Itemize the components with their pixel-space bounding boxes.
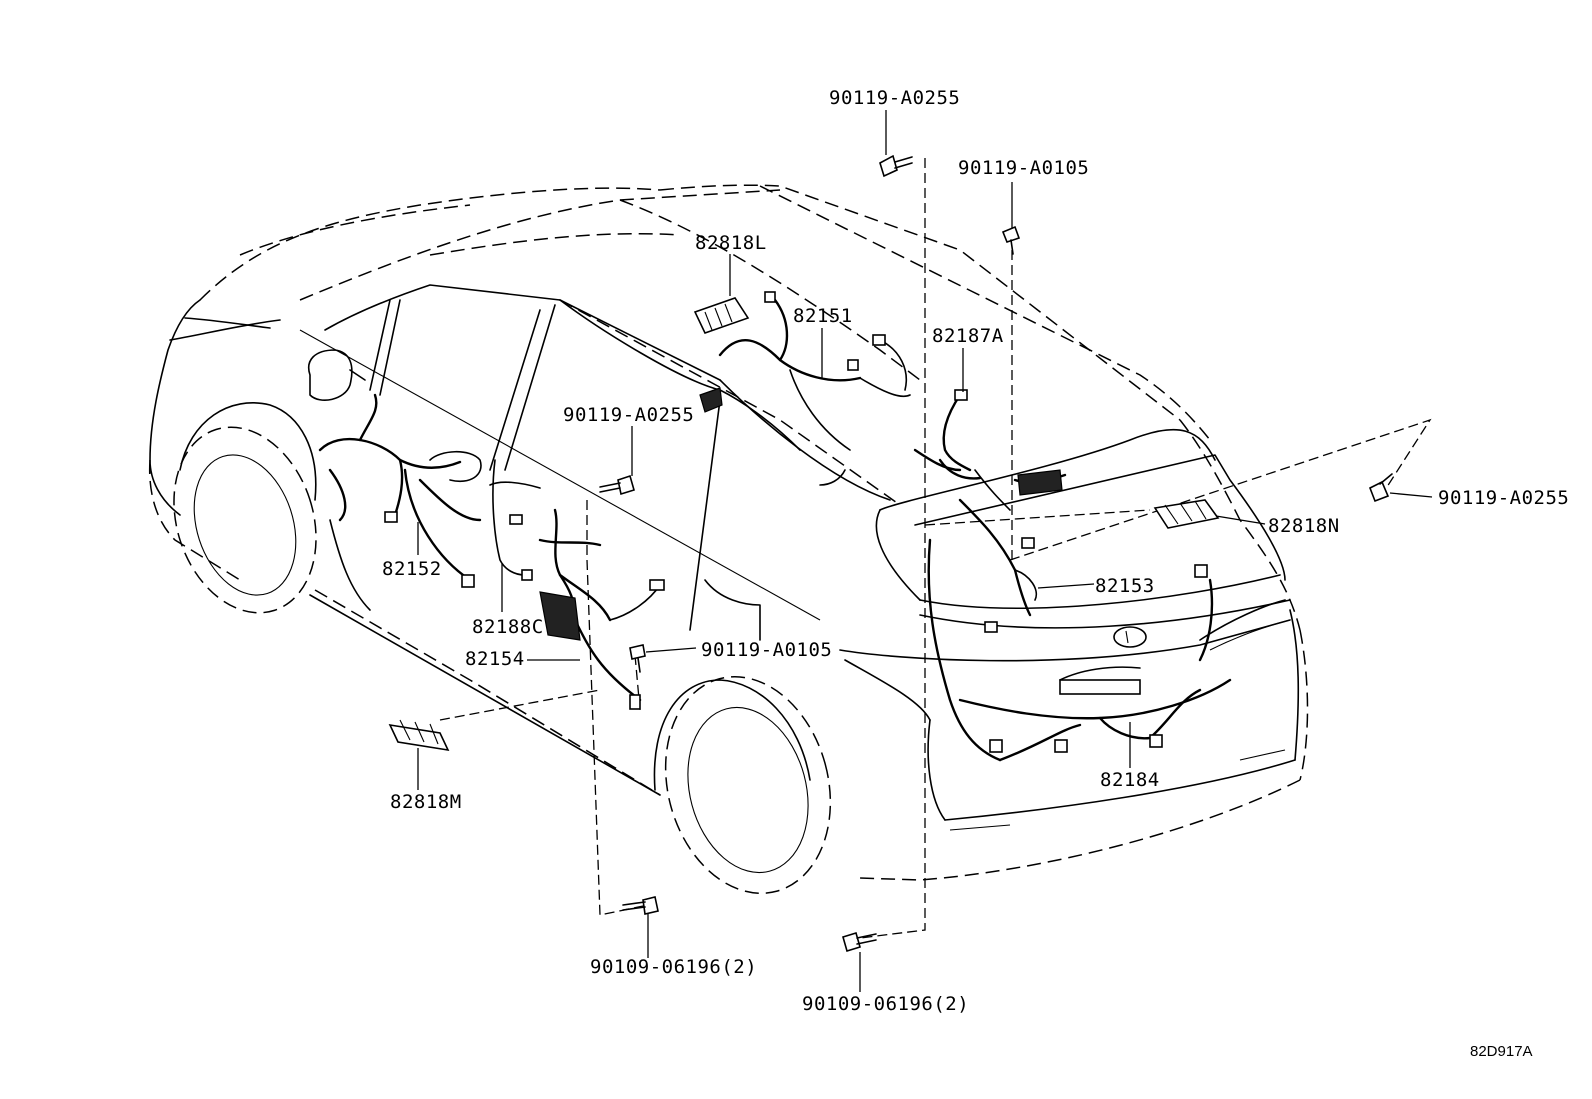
vehicle-body-outline (148, 184, 1309, 895)
connector-icon (384, 511, 398, 523)
connector-icon (984, 621, 998, 633)
connector-icon (989, 739, 1003, 753)
diagram-id: 82D917A (1470, 1043, 1533, 1060)
connector-icon (461, 574, 475, 588)
protector-82818l-part (693, 297, 750, 334)
label-82818n: 82818N (1268, 515, 1340, 537)
protector-82818m-part (388, 719, 450, 752)
connector-icon (872, 334, 886, 346)
label-82153: 82153 (1095, 575, 1155, 597)
bolt-icon (1368, 473, 1393, 503)
label-82184: 82184 (1100, 769, 1160, 791)
label-82818l: 82818L (695, 232, 767, 254)
protector-82818n-part (1153, 499, 1220, 529)
harness-82152-wiring (318, 393, 482, 588)
ecu-block-icon (539, 591, 581, 641)
harness-82188c-wiring (489, 459, 541, 581)
connector-icon (764, 291, 776, 303)
harness-82154-wiring (538, 508, 665, 710)
label-bolt-mid: 90119-A0255 (563, 404, 694, 426)
connector-icon (699, 387, 723, 413)
dashed-reference-lines (439, 158, 1432, 939)
part-labels: 90119-A0255 90119-A0105 82818L 82151 821… (382, 87, 1569, 1060)
label-bolt-bottom-right: 90109-06196(2) (802, 993, 969, 1015)
label-bolt-top-right: 90119-A0105 (958, 157, 1089, 179)
bolt-icon (599, 474, 635, 496)
label-82154: 82154 (465, 648, 525, 670)
bolt-icon (622, 896, 659, 915)
bolt-icon (842, 931, 877, 953)
bolt-icon (629, 644, 646, 673)
label-82187a: 82187A (932, 325, 1004, 347)
connector-icon (1021, 537, 1035, 549)
label-bolt-right: 90119-A0255 (1438, 487, 1569, 509)
connector-icon (1054, 739, 1068, 753)
label-82818m: 82818M (390, 791, 462, 813)
connector-icon (1194, 564, 1208, 578)
connector-icon (509, 514, 523, 525)
harness-82151-wiring (699, 291, 911, 486)
connector-icon (847, 359, 859, 371)
connector-icon (1017, 469, 1063, 496)
label-82152: 82152 (382, 558, 442, 580)
label-bolt-bottom-left: 90109-06196(2) (590, 956, 757, 978)
bolt-icon (879, 154, 913, 178)
leader-lines (417, 110, 1433, 992)
bolt-icon (1001, 225, 1021, 255)
lamp-connector-icon (1059, 679, 1141, 695)
connector-icon (649, 579, 665, 591)
connector-icon (1149, 734, 1163, 748)
harness-82184-wiring (927, 538, 1232, 762)
label-bolt-top-left: 90119-A0255 (829, 87, 960, 109)
label-82188c: 82188C (472, 616, 544, 638)
label-bolt-lower: 90119-A0105 (701, 639, 832, 661)
connector-icon (954, 389, 968, 401)
harness-82187a-wiring (913, 389, 1011, 511)
harness-82153-wiring (958, 469, 1067, 617)
label-82151: 82151 (793, 305, 853, 327)
bolt-icons (599, 154, 1393, 953)
connector-icon (521, 569, 533, 581)
connector-icon (629, 694, 641, 710)
